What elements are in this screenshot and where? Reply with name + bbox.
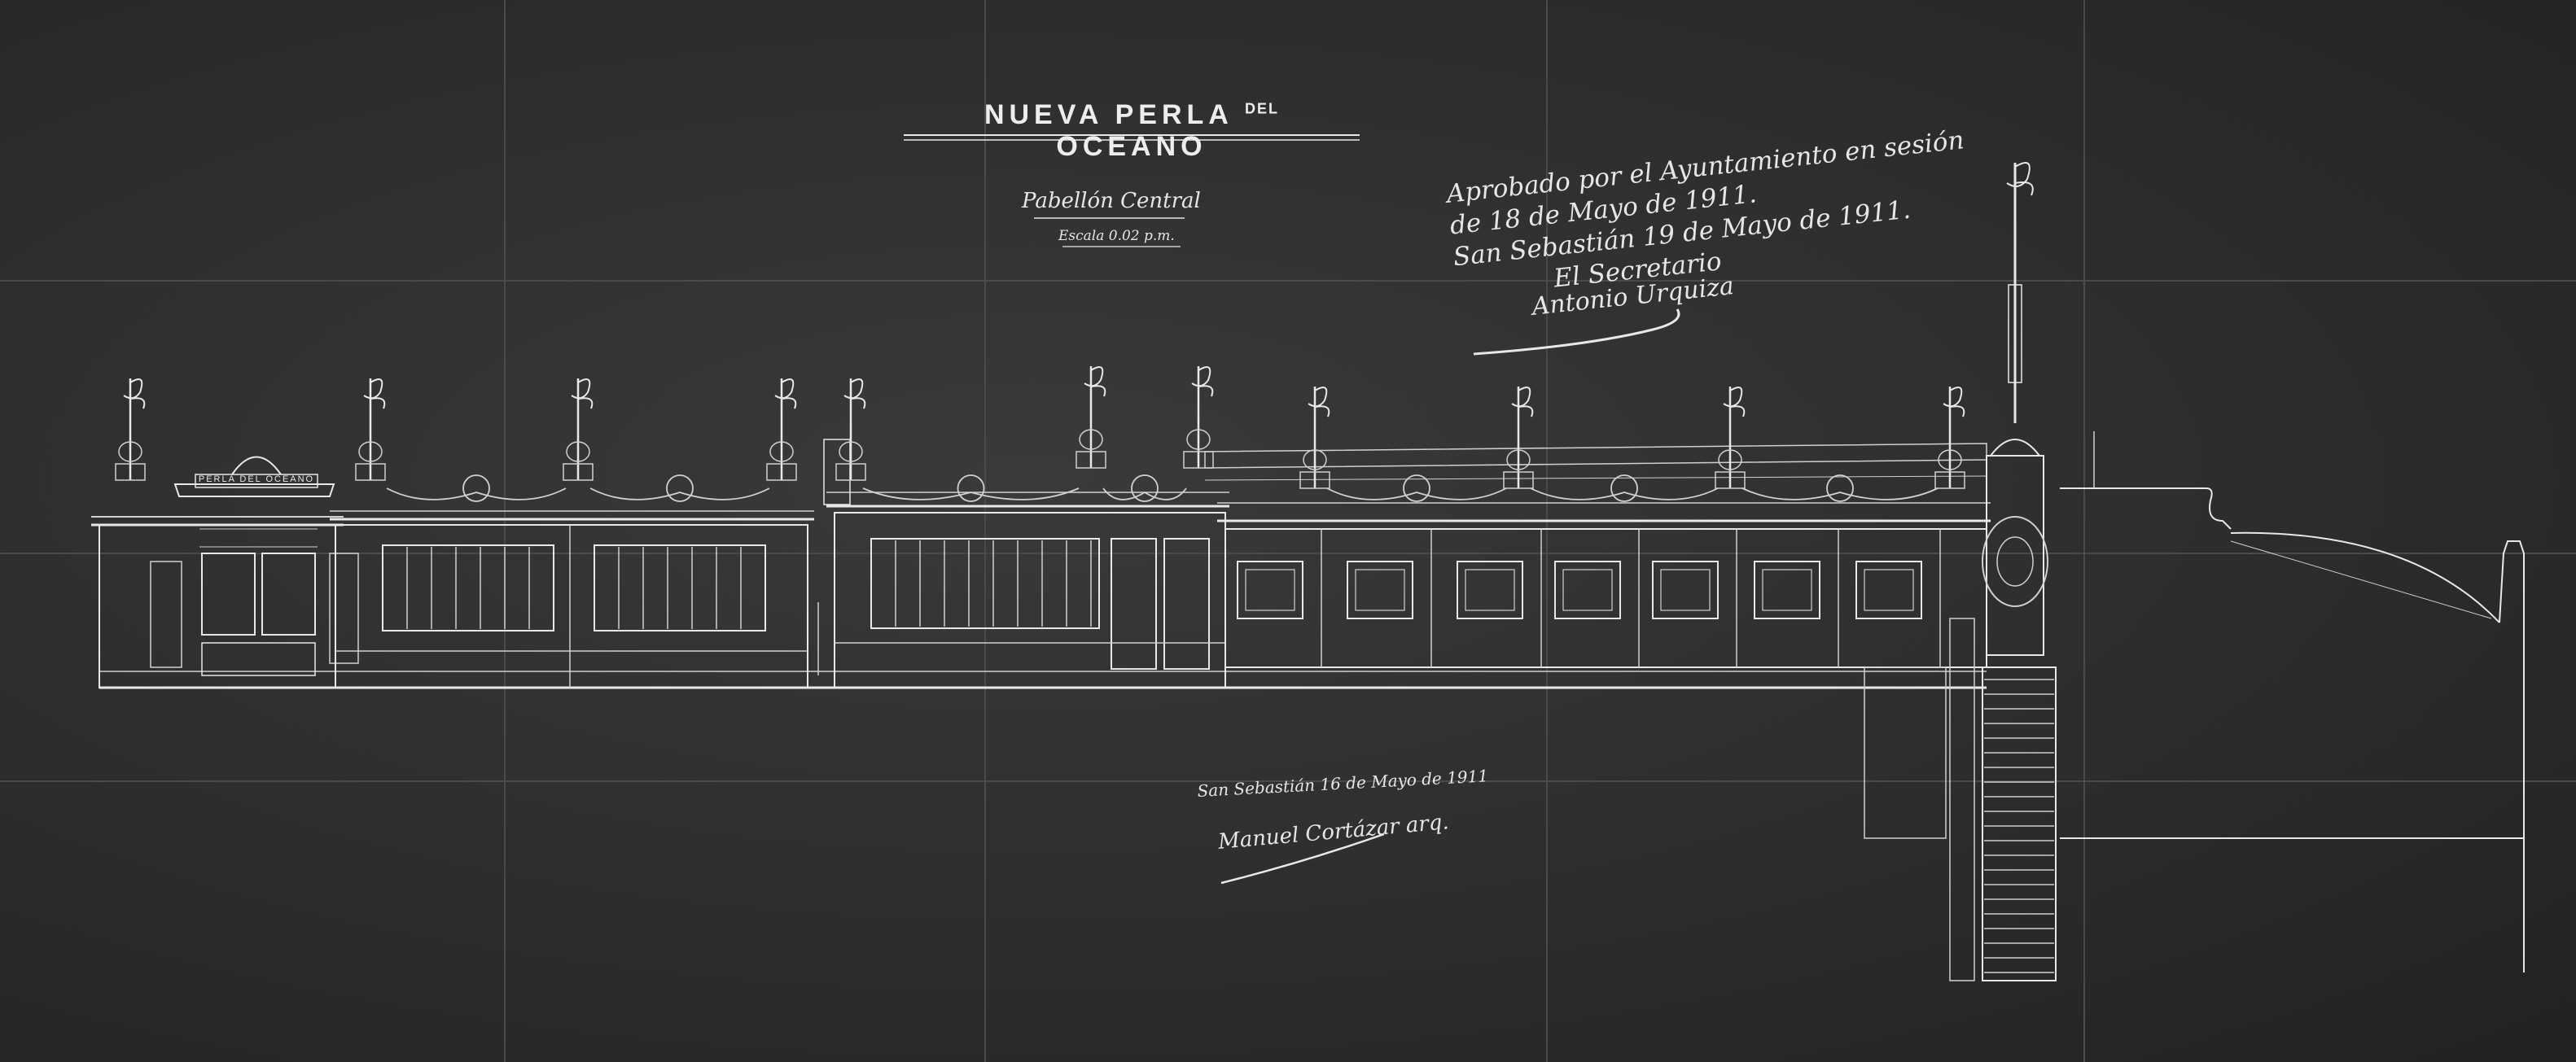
right-wing-panels xyxy=(1237,529,1941,667)
subtitle: Pabellón Central xyxy=(1022,189,1201,213)
central-block xyxy=(823,439,1229,688)
left-wing-window-mullions xyxy=(406,547,742,629)
title-main: NUEVA PERLA xyxy=(984,99,1233,130)
drawing-title: NUEVA PERLA DEL OCEANO xyxy=(904,99,1360,163)
title-end: OCEANO xyxy=(1056,131,1207,162)
left-entrance-pavilion xyxy=(91,456,359,688)
architect-signature-flourish xyxy=(1220,833,1385,885)
signature-flourish xyxy=(1473,308,1680,356)
scale-note: Escala 0.02 p.m. xyxy=(1058,228,1175,244)
central-window-mullions xyxy=(895,540,1092,627)
right-long-wing xyxy=(1204,443,1991,668)
right-section-profile xyxy=(2060,431,2525,972)
side-staircase xyxy=(1864,618,2057,981)
entrance-plaque: PERLA DEL OCEANO xyxy=(198,474,315,484)
title-small: DEL xyxy=(1245,100,1280,117)
roof-finials xyxy=(115,366,1965,489)
roof-garlands xyxy=(386,474,1939,502)
left-wing xyxy=(330,510,814,688)
stair-steps xyxy=(1984,679,2054,973)
title-rules xyxy=(904,134,1360,247)
corner-tower xyxy=(1982,162,2048,656)
